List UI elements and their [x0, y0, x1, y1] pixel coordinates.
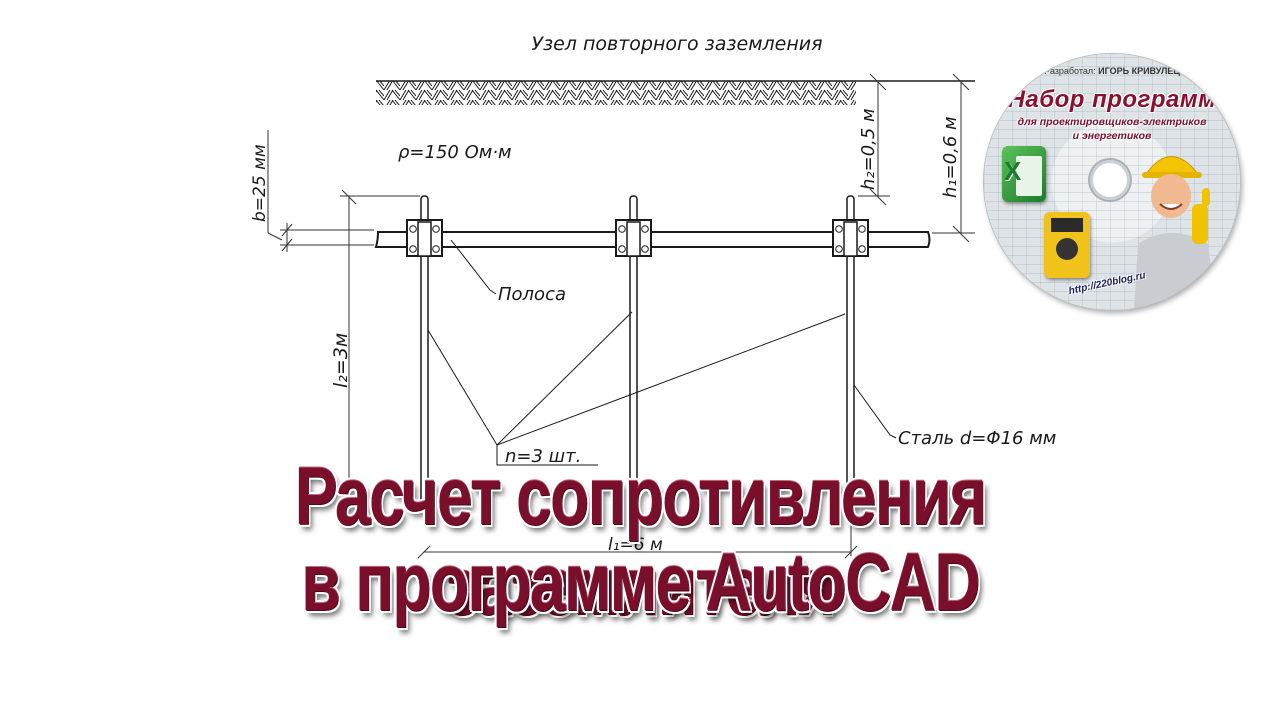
electrode-length-label: l₂=3м [330, 333, 352, 388]
electrode-spacing-dimension [417, 500, 858, 559]
multimeter-icon [1044, 212, 1090, 278]
software-disc-image: Разработал: ИГОРЬ КРИВУЛЕЦ Набор програм… [984, 54, 1240, 310]
electrode-3 [832, 195, 869, 500]
strip-width-label: b=25 мм [250, 144, 270, 222]
disc-subtitle-1: для проектировщиков-электриков [1017, 116, 1207, 128]
ground-surface-hatch [376, 80, 975, 105]
electrode-count-label: n=3 шт. [505, 446, 581, 467]
electrode-spacing-label: l₁=6 м [608, 535, 663, 555]
electrode-2 [615, 195, 652, 500]
headline-line-1: Расчет сопротивления заземлителя [294, 451, 987, 632]
disc-title: Набор программ [1007, 86, 1217, 113]
headline-line-2: в программе AutoCAD [301, 537, 980, 628]
drawing-title: Узел повторного заземления [531, 33, 822, 55]
electrode-1 [406, 195, 443, 500]
strip-label: Полоса [498, 284, 566, 305]
disc-author-prefix: Разработал: [1044, 66, 1096, 76]
disc-author: Разработал: ИГОРЬ КРИВУЛЕЦ [984, 66, 1240, 76]
electrode-length-dimension [340, 189, 420, 480]
leader-lines [427, 239, 897, 466]
disc-subtitle-2: и энергетиков [1072, 130, 1152, 142]
electrode-material-label: Сталь d=Φ16 мм [898, 428, 1056, 449]
disc-center-hole [1090, 160, 1130, 200]
strip-width-dimension [267, 130, 374, 252]
disc-author-name: ИГОРЬ КРИВУЛЕЦ [1098, 66, 1180, 76]
grounding-strip [374, 231, 931, 248]
depth-top-label: h₂=0,5 м [858, 108, 879, 190]
excel-icon: X [1002, 146, 1046, 202]
depth-strip-label: h₁=0,6 м [940, 116, 961, 198]
depth-dimensions [858, 73, 975, 243]
soil-resistivity-label: ρ=150 Ом·м [398, 142, 512, 163]
engineer-illustration [1134, 156, 1216, 310]
